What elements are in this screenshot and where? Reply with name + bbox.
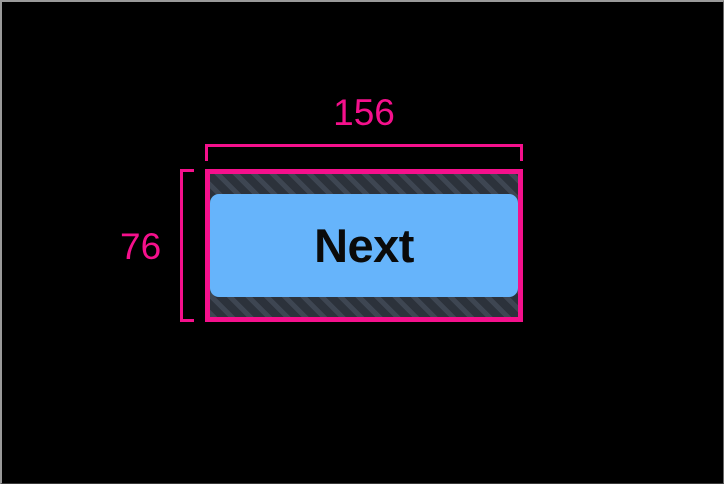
height-dimension-bracket — [180, 169, 194, 322]
next-button-label: Next — [314, 219, 414, 272]
height-dimension-label: 76 — [120, 226, 162, 267]
width-dimension-bracket — [205, 144, 523, 161]
padding-hatch-region: Next — [210, 174, 518, 317]
measured-element-box: Next — [205, 169, 523, 322]
next-button[interactable]: Next — [210, 194, 518, 297]
width-dimension-label: 156 — [333, 92, 395, 133]
